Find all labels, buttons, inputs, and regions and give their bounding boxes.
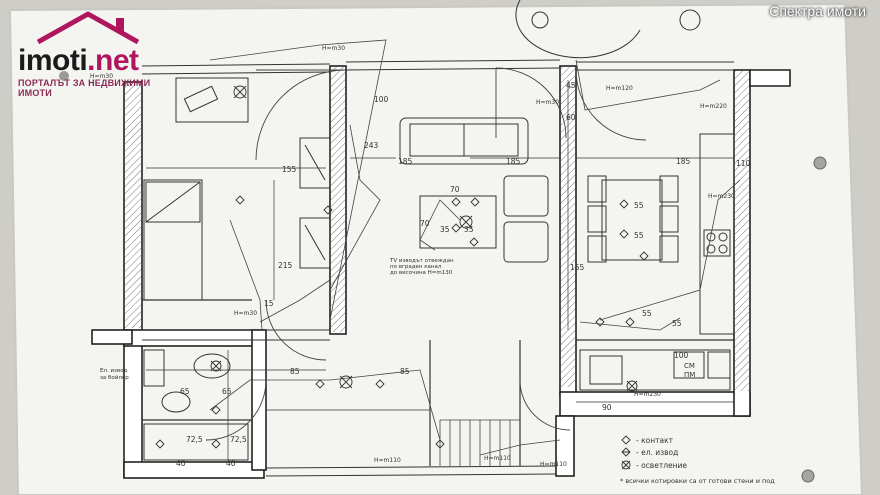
svg-text:90: 90 (602, 403, 612, 412)
svg-text:185: 185 (676, 157, 691, 166)
light-icon (210, 85, 638, 392)
svg-text:35: 35 (440, 225, 450, 234)
svg-text:ПМ: ПМ (684, 371, 695, 379)
socket-icon (155, 195, 649, 449)
svg-text:H=m30: H=m30 (234, 310, 257, 317)
svg-text:155: 155 (282, 165, 297, 174)
imoti-logo[interactable]: imoti.net ПОРТАЛЪТ ЗА НЕДВИЖИМИ ИМОТИ (8, 8, 168, 98)
logo-wordmark: imoti.net (18, 44, 139, 77)
svg-text:СМ: СМ (684, 362, 695, 370)
svg-text:55: 55 (642, 309, 652, 318)
svg-text:Ел. извод: Ел. извод (100, 368, 128, 374)
svg-text:H=m230: H=m230 (634, 391, 661, 398)
house-roof-icon (36, 11, 140, 45)
svg-text:72,5: 72,5 (230, 435, 247, 444)
legend-outlet-label: - ел. извод (636, 448, 678, 457)
svg-text:215: 215 (278, 261, 293, 270)
light-icon (621, 460, 631, 470)
outlet-icon (621, 447, 631, 457)
logo-tagline: ПОРТАЛЪТ ЗА НЕДВИЖИМИ ИМОТИ (18, 78, 151, 98)
svg-text:55: 55 (672, 319, 682, 328)
svg-text:H=m110: H=m110 (374, 457, 401, 464)
agency-watermark: Спектра имоти (769, 3, 866, 19)
svg-text:100: 100 (674, 351, 689, 360)
svg-text:H=m110: H=m110 (540, 461, 567, 468)
pin-icon (59, 71, 827, 483)
svg-text:до височина H=m130: до височина H=m130 (390, 270, 453, 276)
legend-footnote: * всички котировки са от готови стени и … (620, 477, 775, 485)
svg-text:72,5: 72,5 (186, 435, 203, 444)
furniture (143, 0, 735, 466)
svg-text:H=m110: H=m110 (484, 455, 511, 462)
svg-text:70: 70 (420, 219, 430, 228)
svg-text:H=m30: H=m30 (322, 45, 345, 52)
svg-text:H=m30: H=m30 (536, 99, 559, 106)
svg-text:65: 65 (222, 387, 232, 396)
svg-text:40: 40 (226, 459, 236, 468)
svg-text:65: 65 (180, 387, 190, 396)
legend-socket-label: - контакт (636, 436, 674, 445)
legend-light-label: - осветление (636, 461, 687, 470)
svg-text:55: 55 (634, 231, 644, 240)
svg-text:по вграден канал: по вграден канал (390, 264, 442, 270)
svg-text:H=m30: H=m30 (90, 73, 113, 80)
svg-text:H=m220: H=m220 (700, 103, 727, 110)
svg-text:35: 35 (464, 225, 474, 234)
svg-text:70: 70 (450, 185, 460, 194)
svg-text:H=m230: H=m230 (708, 193, 735, 200)
svg-text:185: 185 (506, 157, 521, 166)
svg-text:40: 40 (176, 459, 186, 468)
svg-text:85: 85 (400, 367, 410, 376)
svg-text:H=m120: H=m120 (606, 85, 633, 92)
svg-text:155: 155 (570, 263, 585, 272)
socket-icon (621, 435, 631, 445)
svg-text:243: 243 (364, 141, 379, 150)
svg-text:110: 110 (736, 159, 751, 168)
svg-text:55: 55 (634, 201, 644, 210)
svg-text:за бойлер: за бойлер (100, 374, 129, 381)
svg-text:TV изводът отвеждан: TV изводът отвеждан (389, 258, 454, 264)
legend: - контакт - ел. извод - осветление * вси… (620, 435, 775, 485)
svg-text:85: 85 (290, 367, 300, 376)
svg-text:15: 15 (264, 299, 274, 308)
svg-text:100: 100 (374, 95, 389, 104)
svg-text:185: 185 (398, 157, 413, 166)
svg-text:45: 45 (566, 81, 576, 90)
svg-text:60: 60 (566, 113, 576, 122)
